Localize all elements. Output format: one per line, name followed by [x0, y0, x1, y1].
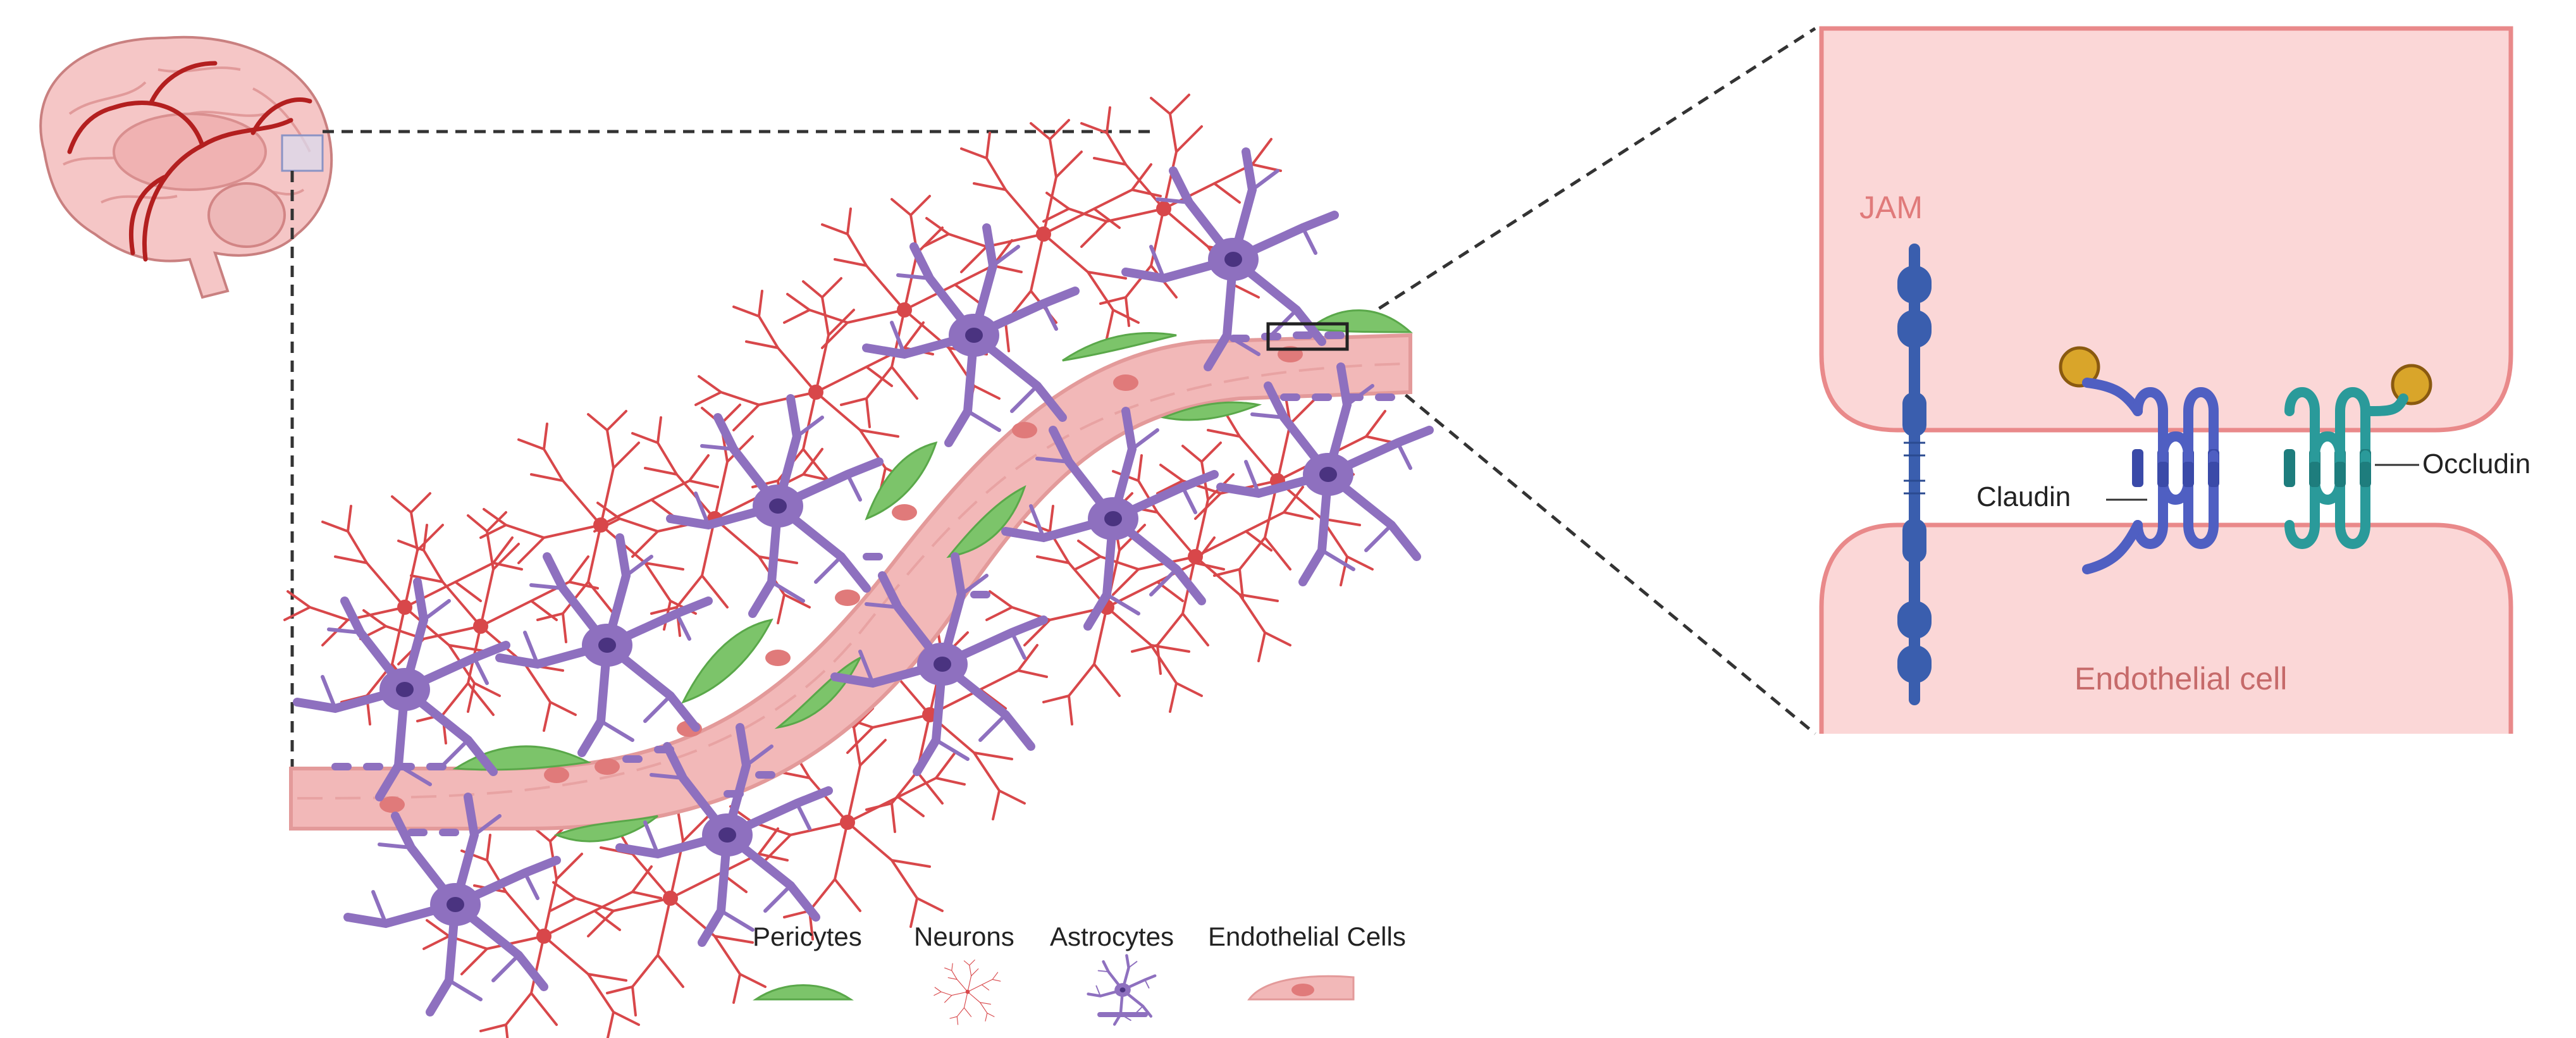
jam-label: JAM: [1859, 190, 1923, 225]
astrocytes-group: [297, 152, 1429, 1012]
claudin-label: Claudin: [1976, 481, 2071, 512]
occludin-protein: [2284, 364, 2432, 544]
tight-junction-panel: JAM Endothelial cell: [1819, 26, 2530, 734]
neurovascular-unit: [283, 94, 1429, 1038]
endothelial-cell-label: Endothelial cell: [2074, 661, 2287, 696]
legend-label: Endothelial Cells: [1208, 922, 1406, 951]
legend-item-endothelial-cells: Endothelial Cells: [1208, 922, 1406, 1001]
upper-endothelial-cell: [1819, 26, 2513, 433]
claudin-protein: [2059, 346, 2219, 574]
jam-protein: [1897, 244, 1932, 705]
legend-label: Astrocytes: [1050, 922, 1174, 951]
brain-illustration: [39, 35, 333, 299]
pericytes-group: [452, 309, 1413, 843]
zoom-selection-box: [1266, 322, 1349, 351]
legend-label: Neurons: [914, 922, 1014, 951]
legend-item-neurons: Neurons: [914, 922, 1014, 1025]
legend: Pericytes Neurons Astrocytes Endothelial…: [753, 922, 1406, 1025]
pericyte-icon: [753, 984, 854, 1001]
zoom-lines: [290, 27, 1816, 829]
legend-item-pericytes: Pericytes: [753, 922, 862, 1001]
neuron-icon: [934, 960, 1001, 1025]
legend-label: Pericytes: [753, 922, 862, 951]
legend-item-astrocytes: Astrocytes: [1050, 922, 1174, 1024]
occludin-label: Occludin: [2422, 448, 2530, 479]
